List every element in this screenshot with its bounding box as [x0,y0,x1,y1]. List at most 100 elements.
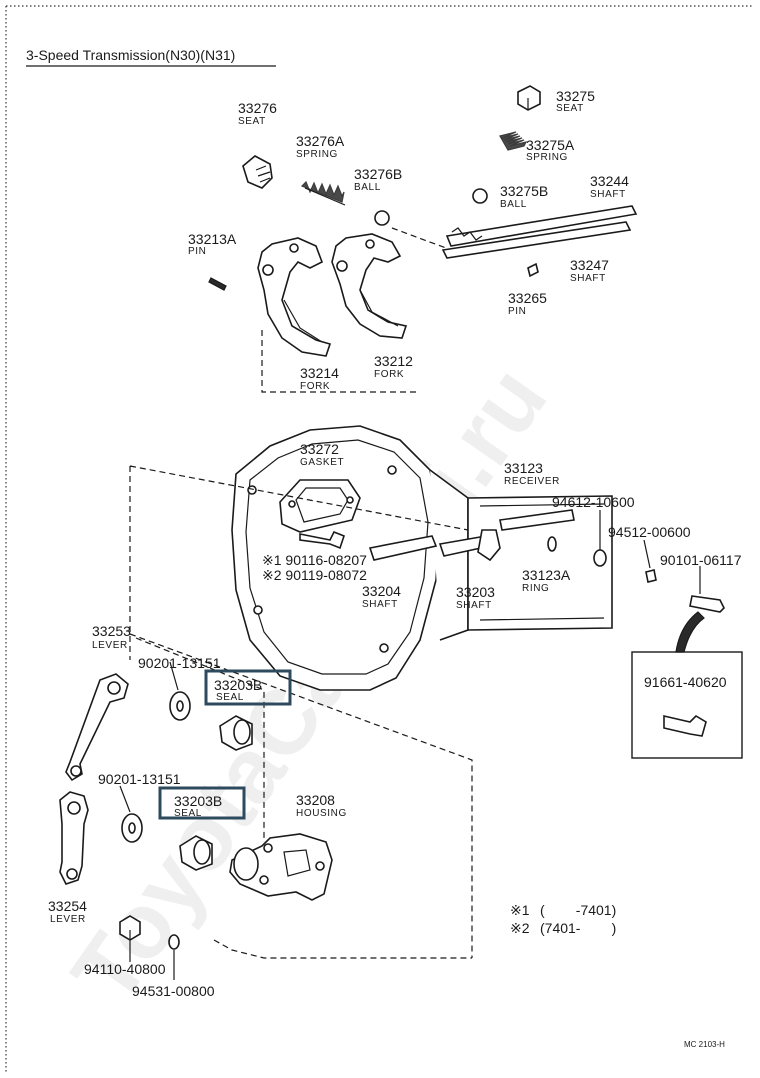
label-33275-num: 33275 [556,88,595,104]
spring-33275a-icon [499,131,528,151]
label-33247-name: SHAFT [570,273,606,284]
nut-94110-icon [119,915,141,941]
highlight-box-upper [204,669,292,706]
label-33265-num: 33265 [508,290,547,306]
label-33254-name: LEVER [50,914,86,925]
label-94512-num: 94512-00600 [608,524,691,540]
label-33244-name: SHAFT [590,189,626,200]
shaft-33203-icon [438,529,501,562]
shift-shafts-icon [441,205,638,259]
label-33253-num: 33253 [92,623,131,639]
shift-fork-33214-icon [257,237,332,357]
highlight-box-lower [158,786,246,820]
label-33275-name: SEAT [556,103,584,114]
footer-code: MC 2103-H [684,1040,725,1049]
label-33275b-num: 33275B [500,183,548,199]
label-33123a-num: 33123A [522,567,571,583]
label-33213a-name: PIN [188,246,206,257]
leader-ball-to-shaft [391,227,447,249]
label-33208-num: 33208 [296,792,335,808]
legend-text-1: ( -7401) [540,902,616,918]
legend-mark-1: ※1 [510,902,530,918]
label-33213a-num: 33213A [188,231,237,247]
label-33275a-num: 33275A [526,137,575,153]
label-33123-num: 33123 [504,460,543,476]
bottom-leader-line [213,939,472,959]
label-90119-num: ※2 90119-08072 [262,567,367,583]
label-33208-name: HOUSING [296,808,347,819]
label-33276-name: SEAT [238,116,266,127]
label-33275a-name: SPRING [526,152,568,163]
shift-fork-33212-icon [331,233,408,339]
label-33203-name: SHAFT [456,600,492,611]
pin-33213a-icon [208,277,227,291]
ball-33276b-icon [374,210,390,226]
label-33276-num: 33276 [238,100,277,116]
label-33276a-num: 33276A [296,133,345,149]
label-33253-name: LEVER [92,640,128,651]
label-33203b-lower-num: 33203B [174,793,222,809]
label-33214-name: FORK [300,381,330,392]
shaft-33204-icon [368,535,438,561]
label-33123-name: RECEIVER [504,476,560,487]
label-33203b-lower-name: SEAL [174,808,202,819]
label-33212-num: 33212 [374,353,413,369]
label-90101-num: 90101-06117 [660,552,742,568]
label-94531-num: 94531-00800 [132,983,215,999]
linkage-leader-lines [129,465,473,958]
label-91661-num: 91661-40620 [644,674,727,690]
label-33123a-name: RING [522,583,549,594]
label-33272-num: 33272 [300,441,339,457]
label-33203b-upper-num: 33203B [214,677,262,693]
seat-plug-33276-icon [242,155,273,189]
label-33212-name: FORK [374,369,404,380]
leader-fork-to-case [261,330,420,393]
bolt-90101-icon [689,595,725,613]
label-94612-num: 94612-10600 [552,494,635,510]
label-33204-num: 33204 [362,583,401,599]
label-90201-upper-num: 90201-13151 [138,655,221,671]
label-33265-name: PIN [508,306,526,317]
leader-90201-lower [119,785,131,813]
label-90201-lower-num: 90201-13151 [98,771,181,787]
bolt-91661-icon [663,714,707,737]
label-33276a-name: SPRING [296,149,338,160]
lever-33254-icon [59,791,89,885]
transmission-case-icon [231,425,613,691]
gasket-33272-icon [279,479,361,533]
ring-33123a-icon [547,536,557,552]
label-33276b-name: BALL [354,182,381,193]
label-33254-num: 33254 [48,898,87,914]
bolt-90116-icon [299,530,345,550]
legend-text-2: (7401- ) [540,920,616,936]
label-33272-name: GASKET [300,457,344,468]
leader-90201-upper [169,661,179,691]
washer-94531-icon [168,934,180,950]
ball-33275b-icon [472,188,488,204]
label-33244-num: 33244 [590,173,629,189]
label-33247-num: 33247 [570,257,609,273]
label-33203-num: 33203 [456,584,495,600]
lever-33253-icon [65,673,129,782]
seal-33203b-lower-icon [179,835,213,871]
inset-box [631,651,743,759]
label-94110-num: 94110-40800 [84,961,166,977]
receiver-lever-icon [499,509,575,531]
legend-mark-2: ※2 [510,920,530,936]
spring-33276a-icon [300,180,346,206]
label-33203b-upper-name: SEAL [216,692,244,703]
label-33214-num: 33214 [300,365,339,381]
washer-94512-icon [593,549,607,567]
leader-right-bolts [599,510,701,594]
seal-33203b-upper-icon [219,715,253,751]
diagram-title: 3-Speed Transmission(N30)(N31) [26,47,235,63]
label-33204-name: SHAFT [362,599,398,610]
seat-plug-33275-icon [517,85,541,111]
washer-small-icon [645,569,657,583]
pin-33265-icon [527,262,539,278]
label-90116-num: ※1 90116-08207 [262,552,367,568]
housing-33208-icon [229,833,333,901]
label-33275b-name: BALL [500,199,527,210]
